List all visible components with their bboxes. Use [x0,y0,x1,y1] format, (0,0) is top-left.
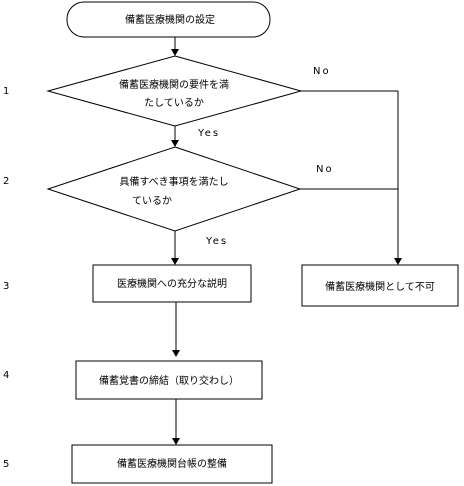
decision2-line1: 具備すべき事項を満たし [119,175,228,188]
decision1-diamond [46,55,303,127]
yes1-label: Yes [197,128,220,139]
step-number-5: 5 [3,459,9,470]
arrowhead-process3 [171,258,179,265]
arrowhead-process5 [172,438,180,445]
arrowhead-reject [394,258,402,265]
arrowhead-decision2 [171,140,179,147]
step-number-1: 1 [3,86,9,97]
start-terminator [66,1,271,38]
decision1-line2: たしているか [144,97,204,109]
no1-label: No [313,66,331,77]
no2-label: No [316,164,334,175]
reject-box [301,264,459,307]
process4-label: 備蓄覚書の締結（取り交わし） [99,374,239,387]
arrowhead-process4 [172,350,180,357]
arrowhead-decision1 [171,49,179,56]
process5-label: 備蓄医療機関台帳の整備 [117,457,227,470]
process5-box [71,444,273,484]
decision2-line2: ているか [132,195,172,207]
reject-label: 備蓄医療機関として不可 [325,280,435,293]
step-number-2: 2 [3,176,9,187]
start-label: 備蓄医療機関の設定 [125,13,215,26]
process3-box [92,264,252,303]
decision1-line1: 備蓄医療機関の要件を満 [119,78,229,91]
yes2-label: Yes [205,236,228,247]
process3-label: 医療機関への充分な説明 [117,277,227,290]
step-number-3: 3 [3,281,9,292]
process4-box [75,360,263,400]
decision2-diamond [46,146,302,232]
step-number-4: 4 [3,370,9,381]
